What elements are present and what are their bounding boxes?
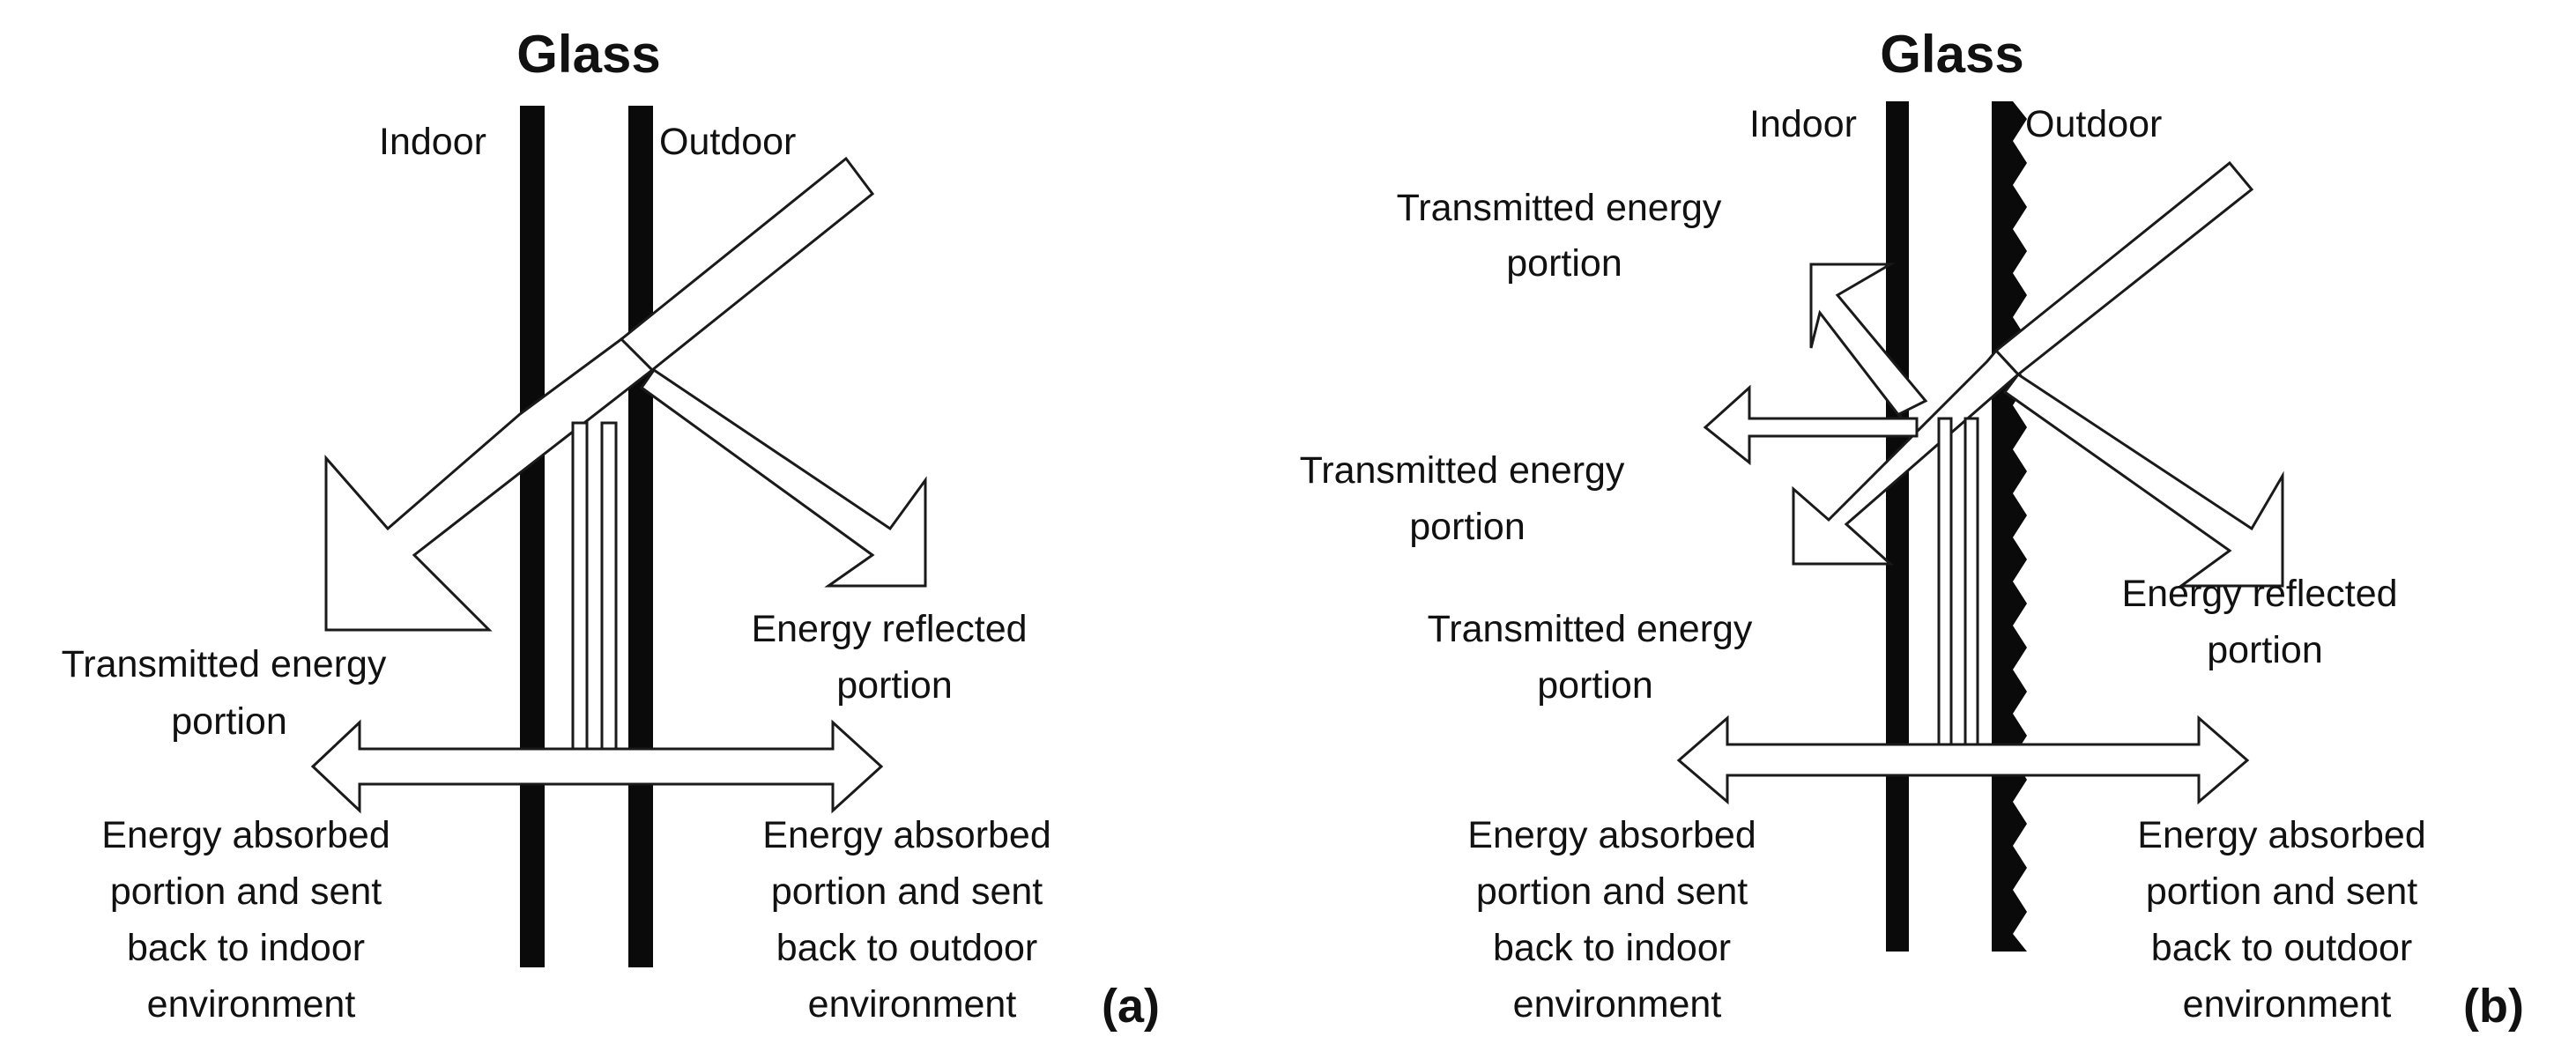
absorbed-energy-double-arrow xyxy=(1676,715,2250,805)
indoor-label-a: Indoor xyxy=(379,121,486,163)
absorbed-outdoor-label-b: Energy absorbed portion and sent back to… xyxy=(2137,814,2436,1026)
transmitted-label-b2: Transmitted energy portion xyxy=(1300,449,1636,548)
panel-b: Glass Indoor Outdoor Transmitted energy … xyxy=(1300,25,2524,1033)
absorbed-channel-left xyxy=(1937,417,1953,762)
absorbed-energy-double-arrow xyxy=(310,719,884,814)
transmitted-label-b1: Transmitted energy portion xyxy=(1397,187,1733,285)
transmitted-energy-arrow-up xyxy=(1809,263,1928,428)
reflected-label-b: Energy reflected portion xyxy=(2121,573,2408,671)
reflected-energy-arrow xyxy=(639,367,927,588)
reflected-energy-arrow xyxy=(2002,372,2284,588)
panel-a: Glass Indoor Outdoor Transmitted energy … xyxy=(62,25,1160,1033)
reflected-label-a: Energy reflected portion xyxy=(751,608,1037,707)
absorbed-channel-left xyxy=(571,421,589,764)
glass-title-b: Glass xyxy=(1880,25,2023,84)
transmitted-energy-arrow-left xyxy=(1703,384,1919,466)
transmitted-energy-arrow-main xyxy=(1792,348,2021,566)
outdoor-label-a: Outdoor xyxy=(659,121,796,163)
absorbed-channel-right xyxy=(600,421,618,764)
absorbed-indoor-label-a: Energy absorbed portion and sent back to… xyxy=(101,814,400,1026)
glass-pane-indoor xyxy=(520,106,545,967)
absorbed-channel-right xyxy=(1964,417,1979,762)
glass-pane-outdoor xyxy=(628,106,653,967)
transmitted-label-a: Transmitted energy portion xyxy=(62,643,397,743)
low-e-coating-zigzag xyxy=(2013,101,2027,952)
transmitted-label-b3: Transmitted energy portion xyxy=(1428,608,1763,707)
outdoor-label-b: Outdoor xyxy=(2025,103,2162,145)
absorbed-indoor-label-b: Energy absorbed portion and sent back to… xyxy=(1467,814,1766,1026)
panel-tag-b: (b) xyxy=(2463,980,2524,1033)
absorbed-outdoor-label-a: Energy absorbed portion and sent back to… xyxy=(762,814,1061,1026)
indoor-label-b: Indoor xyxy=(1749,103,1857,145)
panel-tag-a: (a) xyxy=(1102,980,1160,1033)
glass-title-a: Glass xyxy=(516,25,660,84)
glass-pane-outdoor-coated xyxy=(1992,101,2013,952)
glass-pane-indoor xyxy=(1886,101,1909,952)
incident-radiation-beam xyxy=(619,156,875,373)
incident-radiation-beam xyxy=(1993,160,2254,377)
